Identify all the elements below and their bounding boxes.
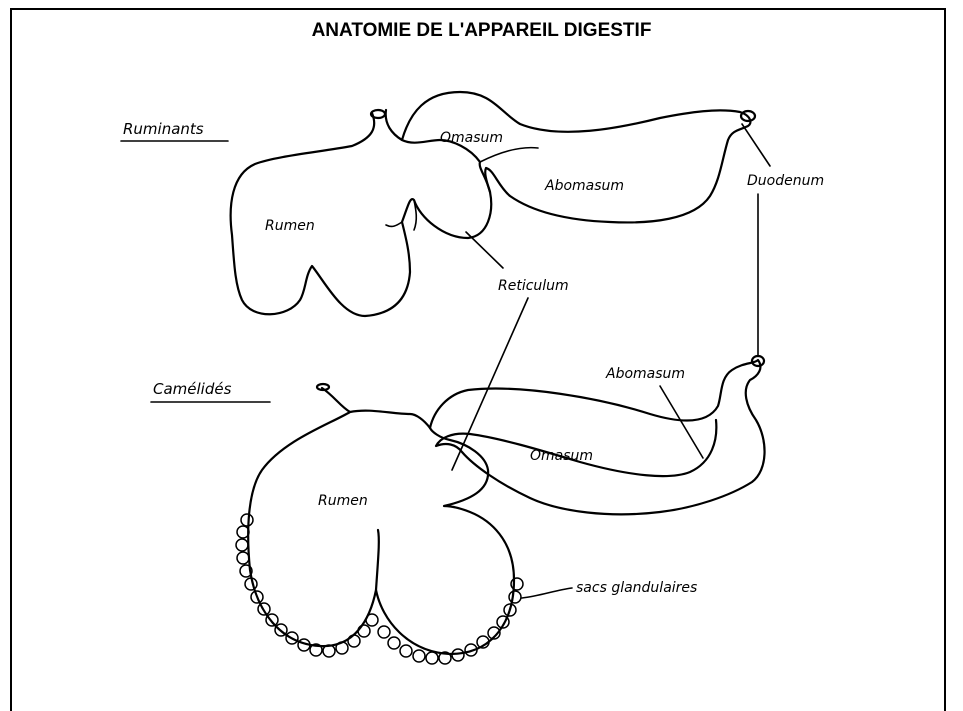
- labels: Ruminants Omasum Abomasum Duodenum Rumen…: [121, 120, 824, 596]
- ruminant-rumen-reticulum-fold: [386, 222, 402, 226]
- camelid-stomach: [236, 356, 765, 664]
- leader-sacs: [522, 588, 572, 598]
- label-omasum-top: Omasum: [440, 130, 503, 146]
- leader-lines: [452, 124, 770, 598]
- leader-abomasum-bottom: [660, 386, 703, 458]
- label-abomasum-bottom: Abomasum: [605, 366, 685, 382]
- camelid-esophagus: [317, 384, 329, 390]
- ruminant-omasum-separator: [480, 148, 538, 162]
- label-rumen-bottom: Rumen: [318, 493, 368, 509]
- leader-reticulum-top: [466, 232, 503, 268]
- camelid-rumen-lobe-divider: [376, 530, 379, 590]
- label-abomasum-top: Abomasum: [544, 178, 624, 194]
- label-ruminants: Ruminants: [123, 120, 204, 138]
- label-sacs-glandulaires: sacs glandulaires: [576, 580, 697, 596]
- label-rumen-top: Rumen: [265, 218, 315, 234]
- ruminant-stomach: [231, 92, 755, 316]
- label-camelides: Camélidés: [153, 380, 232, 398]
- label-duodenum: Duodenum: [747, 173, 824, 189]
- label-omasum-bottom: Omasum: [530, 448, 593, 464]
- ruminant-omasum-abomasum-outline: [402, 92, 750, 222]
- label-reticulum: Reticulum: [498, 278, 569, 294]
- leader-duodenum-top: [742, 124, 770, 166]
- camelid-rumen-outline: [248, 388, 514, 654]
